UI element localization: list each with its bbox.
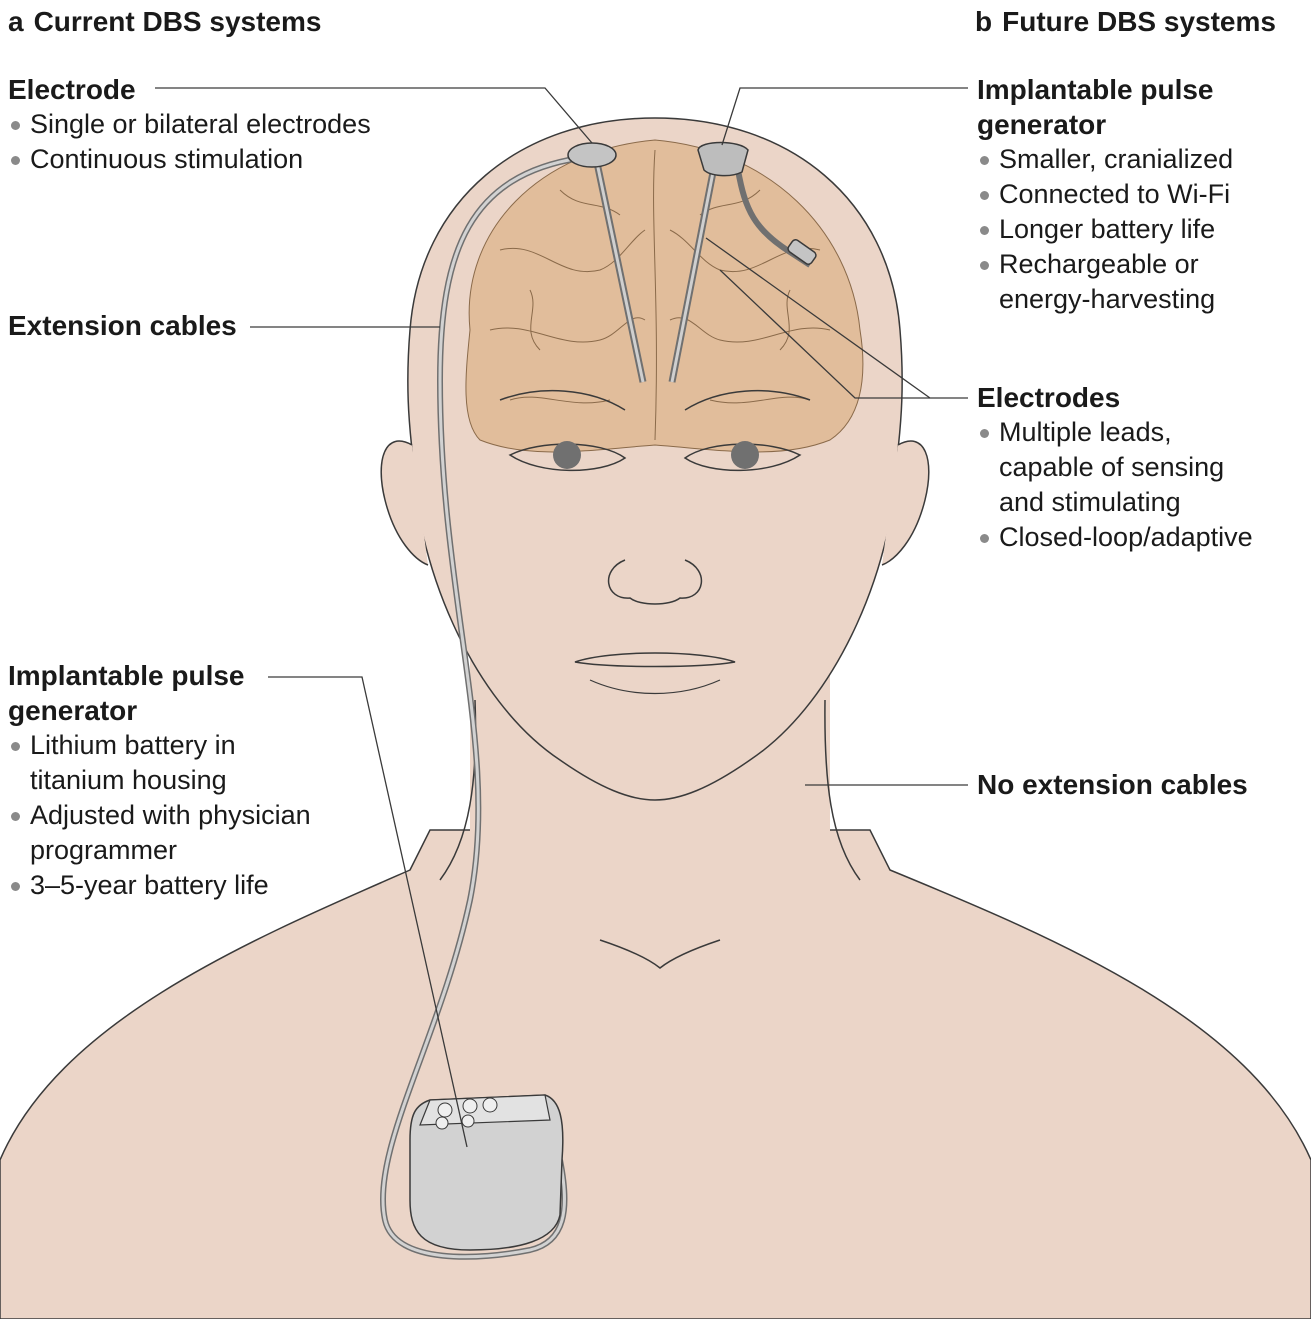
no-extension-cables-label: No extension cables	[977, 767, 1248, 802]
bullet-line: Rechargeable or	[999, 247, 1233, 282]
panel-b-letter: b	[975, 6, 992, 37]
current-electrode-label: Electrode Single or bilateral electrodes…	[8, 72, 371, 177]
bullet-line: Connected to Wi-Fi	[999, 177, 1233, 212]
bullet-line: Multiple leads,	[999, 415, 1253, 450]
bullet-item: Single or bilateral electrodes	[8, 107, 371, 142]
bullet-item: Connected to Wi-Fi	[977, 177, 1233, 212]
bullet-line: titanium housing	[30, 763, 311, 798]
extension-cables-label: Extension cables	[8, 308, 237, 343]
future-electrodes-title: Electrodes	[977, 380, 1253, 415]
current-ipg-bullets: Lithium battery in titanium housing Adju…	[8, 728, 311, 903]
bullet-line: Adjusted with physician	[30, 798, 311, 833]
bullet-line: capable of sensing	[999, 450, 1253, 485]
current-electrode-bullets: Single or bilateral electrodes Continuou…	[8, 107, 371, 177]
chest-ipg	[410, 1095, 563, 1250]
bullet-item: Closed-loop/adaptive	[977, 520, 1253, 555]
left-electrode-cap	[568, 143, 616, 167]
cranial-ipg	[698, 143, 748, 176]
bullet-item: Smaller, cranialized	[977, 142, 1233, 177]
bullet-line: energy-harvesting	[999, 282, 1233, 317]
left-eye	[553, 441, 581, 469]
panel-a-heading: a Current DBS systems	[8, 6, 321, 38]
bullet-line: programmer	[30, 833, 311, 868]
future-ipg-label: Implantable pulse generator Smaller, cra…	[977, 72, 1233, 317]
panel-a-title: Current DBS systems	[34, 6, 322, 37]
bullet-item: Multiple leads, capable of sensing and s…	[977, 415, 1253, 520]
panel-b-title: Future DBS systems	[1002, 6, 1276, 37]
future-electrodes-label: Electrodes Multiple leads, capable of se…	[977, 380, 1253, 555]
panel-a-letter: a	[8, 6, 24, 37]
bullet-item: Continuous stimulation	[8, 142, 371, 177]
bullet-line: Closed-loop/adaptive	[999, 520, 1253, 555]
bullet-item: Longer battery life	[977, 212, 1233, 247]
right-eye	[731, 441, 759, 469]
bullet-line: Smaller, cranialized	[999, 142, 1233, 177]
future-ipg-bullets: Smaller, cranialized Connected to Wi-Fi …	[977, 142, 1233, 317]
future-ipg-title-1: Implantable pulse	[977, 72, 1233, 107]
bullet-line: Longer battery life	[999, 212, 1233, 247]
future-ipg-title-2: generator	[977, 107, 1233, 142]
bullet-item: 3–5-year battery life	[8, 868, 311, 903]
current-electrode-title: Electrode	[8, 72, 371, 107]
future-electrodes-bullets: Multiple leads, capable of sensing and s…	[977, 415, 1253, 555]
current-ipg-label: Implantable pulse generator Lithium batt…	[8, 658, 311, 903]
current-ipg-title-2: generator	[8, 693, 311, 728]
panel-b-heading: b Future DBS systems	[975, 6, 1276, 38]
current-ipg-title-1: Implantable pulse	[8, 658, 311, 693]
bullet-item: Rechargeable or energy-harvesting	[977, 247, 1233, 317]
bullet-item: Adjusted with physician programmer	[8, 798, 311, 868]
bullet-item: Lithium battery in titanium housing	[8, 728, 311, 798]
bullet-line: 3–5-year battery life	[30, 868, 311, 903]
bullet-line: Lithium battery in	[30, 728, 311, 763]
bullet-line: and stimulating	[999, 485, 1253, 520]
torso	[0, 830, 1311, 1319]
